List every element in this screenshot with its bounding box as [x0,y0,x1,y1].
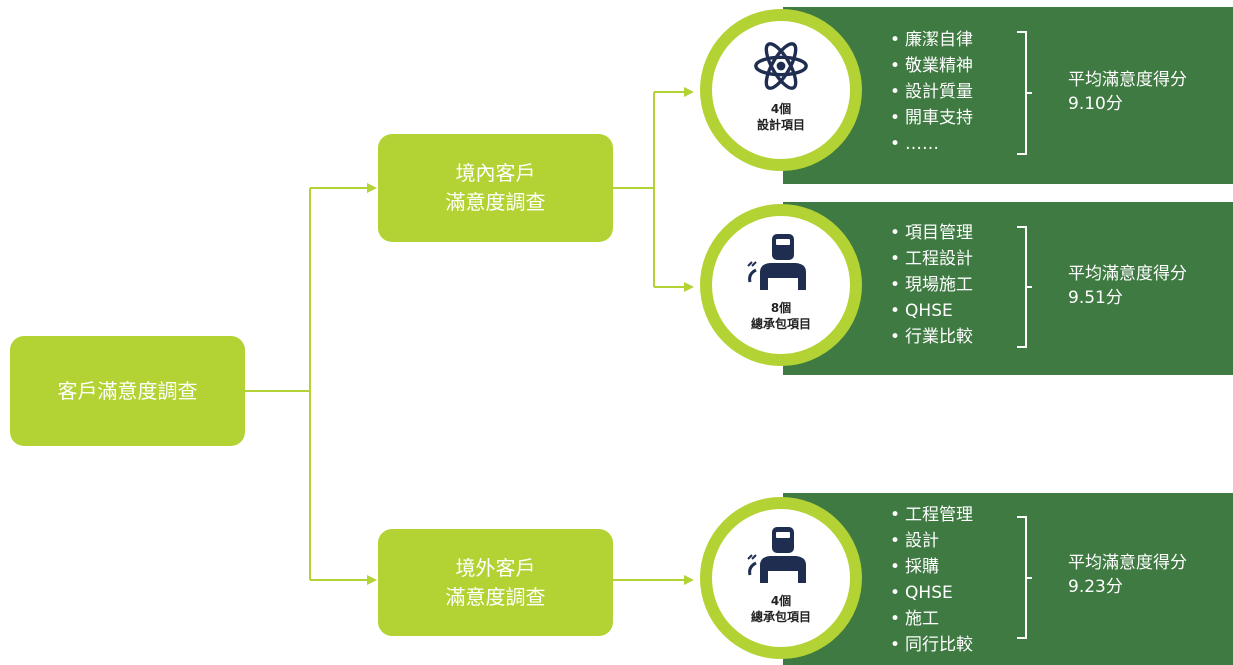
list-item: 同行比較 [890,632,973,658]
group-type: 總承包項目 [750,610,811,625]
bracket-2 [1017,226,1032,348]
list-item: …… [890,131,973,157]
overseas-label-line2: 滿意度調查 [445,584,546,609]
domestic-label-line1: 境內客戶 [455,161,536,185]
atom-icon [754,42,808,90]
score-value: 9.51分 [1068,288,1123,308]
group-type: 設計項目 [756,118,805,133]
criteria-list-1: 廉潔自律 敬業精神 設計質量 開車支持 …… [890,27,973,157]
welder-icon [747,234,806,290]
criteria-list-3: 工程管理 設計 採購 QHSE 施工 同行比較 [890,502,973,658]
score-label: 平均滿意度得分 [1068,70,1187,90]
list-item: 現場施工 [890,272,973,298]
score-label: 平均滿意度得分 [1068,264,1187,284]
list-item: 敬業精神 [890,53,973,79]
bracket-1 [1017,31,1032,155]
overseas-label-line1: 境外客戶 [455,555,536,580]
group-count: 8個 [770,301,792,315]
domestic-label-line2: 滿意度調查 [445,190,546,214]
group-count: 4個 [770,102,792,116]
score-value: 9.10分 [1068,94,1123,114]
score-block-1: 平均滿意度得分 9.10分 [1068,68,1187,116]
list-item: 項目管理 [890,220,973,246]
bracket-3 [1017,516,1032,639]
list-item: 設計質量 [890,79,973,105]
group-count: 4個 [770,594,792,608]
root-label: 客戶滿意度調查 [57,378,198,403]
list-item: QHSE [890,580,973,606]
group-circle-2: 8個 總承包項目 [700,204,862,366]
criteria-list-2: 項目管理 工程設計 現場施工 QHSE 行業比較 [890,220,973,350]
score-label: 平均滿意度得分 [1068,553,1187,573]
list-item: 採購 [890,554,973,580]
score-block-3: 平均滿意度得分 9.23分 [1068,551,1187,599]
list-item: 設計 [890,528,973,554]
group-type: 總承包項目 [750,317,811,332]
list-item: 開車支持 [890,105,973,131]
welder-icon [747,527,806,583]
domestic-node: 境內客戶 滿意度調查 [378,134,613,242]
list-item: 行業比較 [890,324,973,350]
score-block-2: 平均滿意度得分 9.51分 [1068,262,1187,310]
overseas-node: 境外客戶 滿意度調查 [378,529,613,636]
list-item: 工程設計 [890,246,973,272]
score-value: 9.23分 [1068,577,1123,597]
root-node: 客戶滿意度調查 [10,336,245,446]
list-item: 工程管理 [890,502,973,528]
group-circle-3: 4個 總承包項目 [700,497,862,659]
list-item: QHSE [890,298,973,324]
list-item: 施工 [890,606,973,632]
list-item: 廉潔自律 [890,27,973,53]
group-circle-1: 4個 設計項目 [700,9,862,171]
